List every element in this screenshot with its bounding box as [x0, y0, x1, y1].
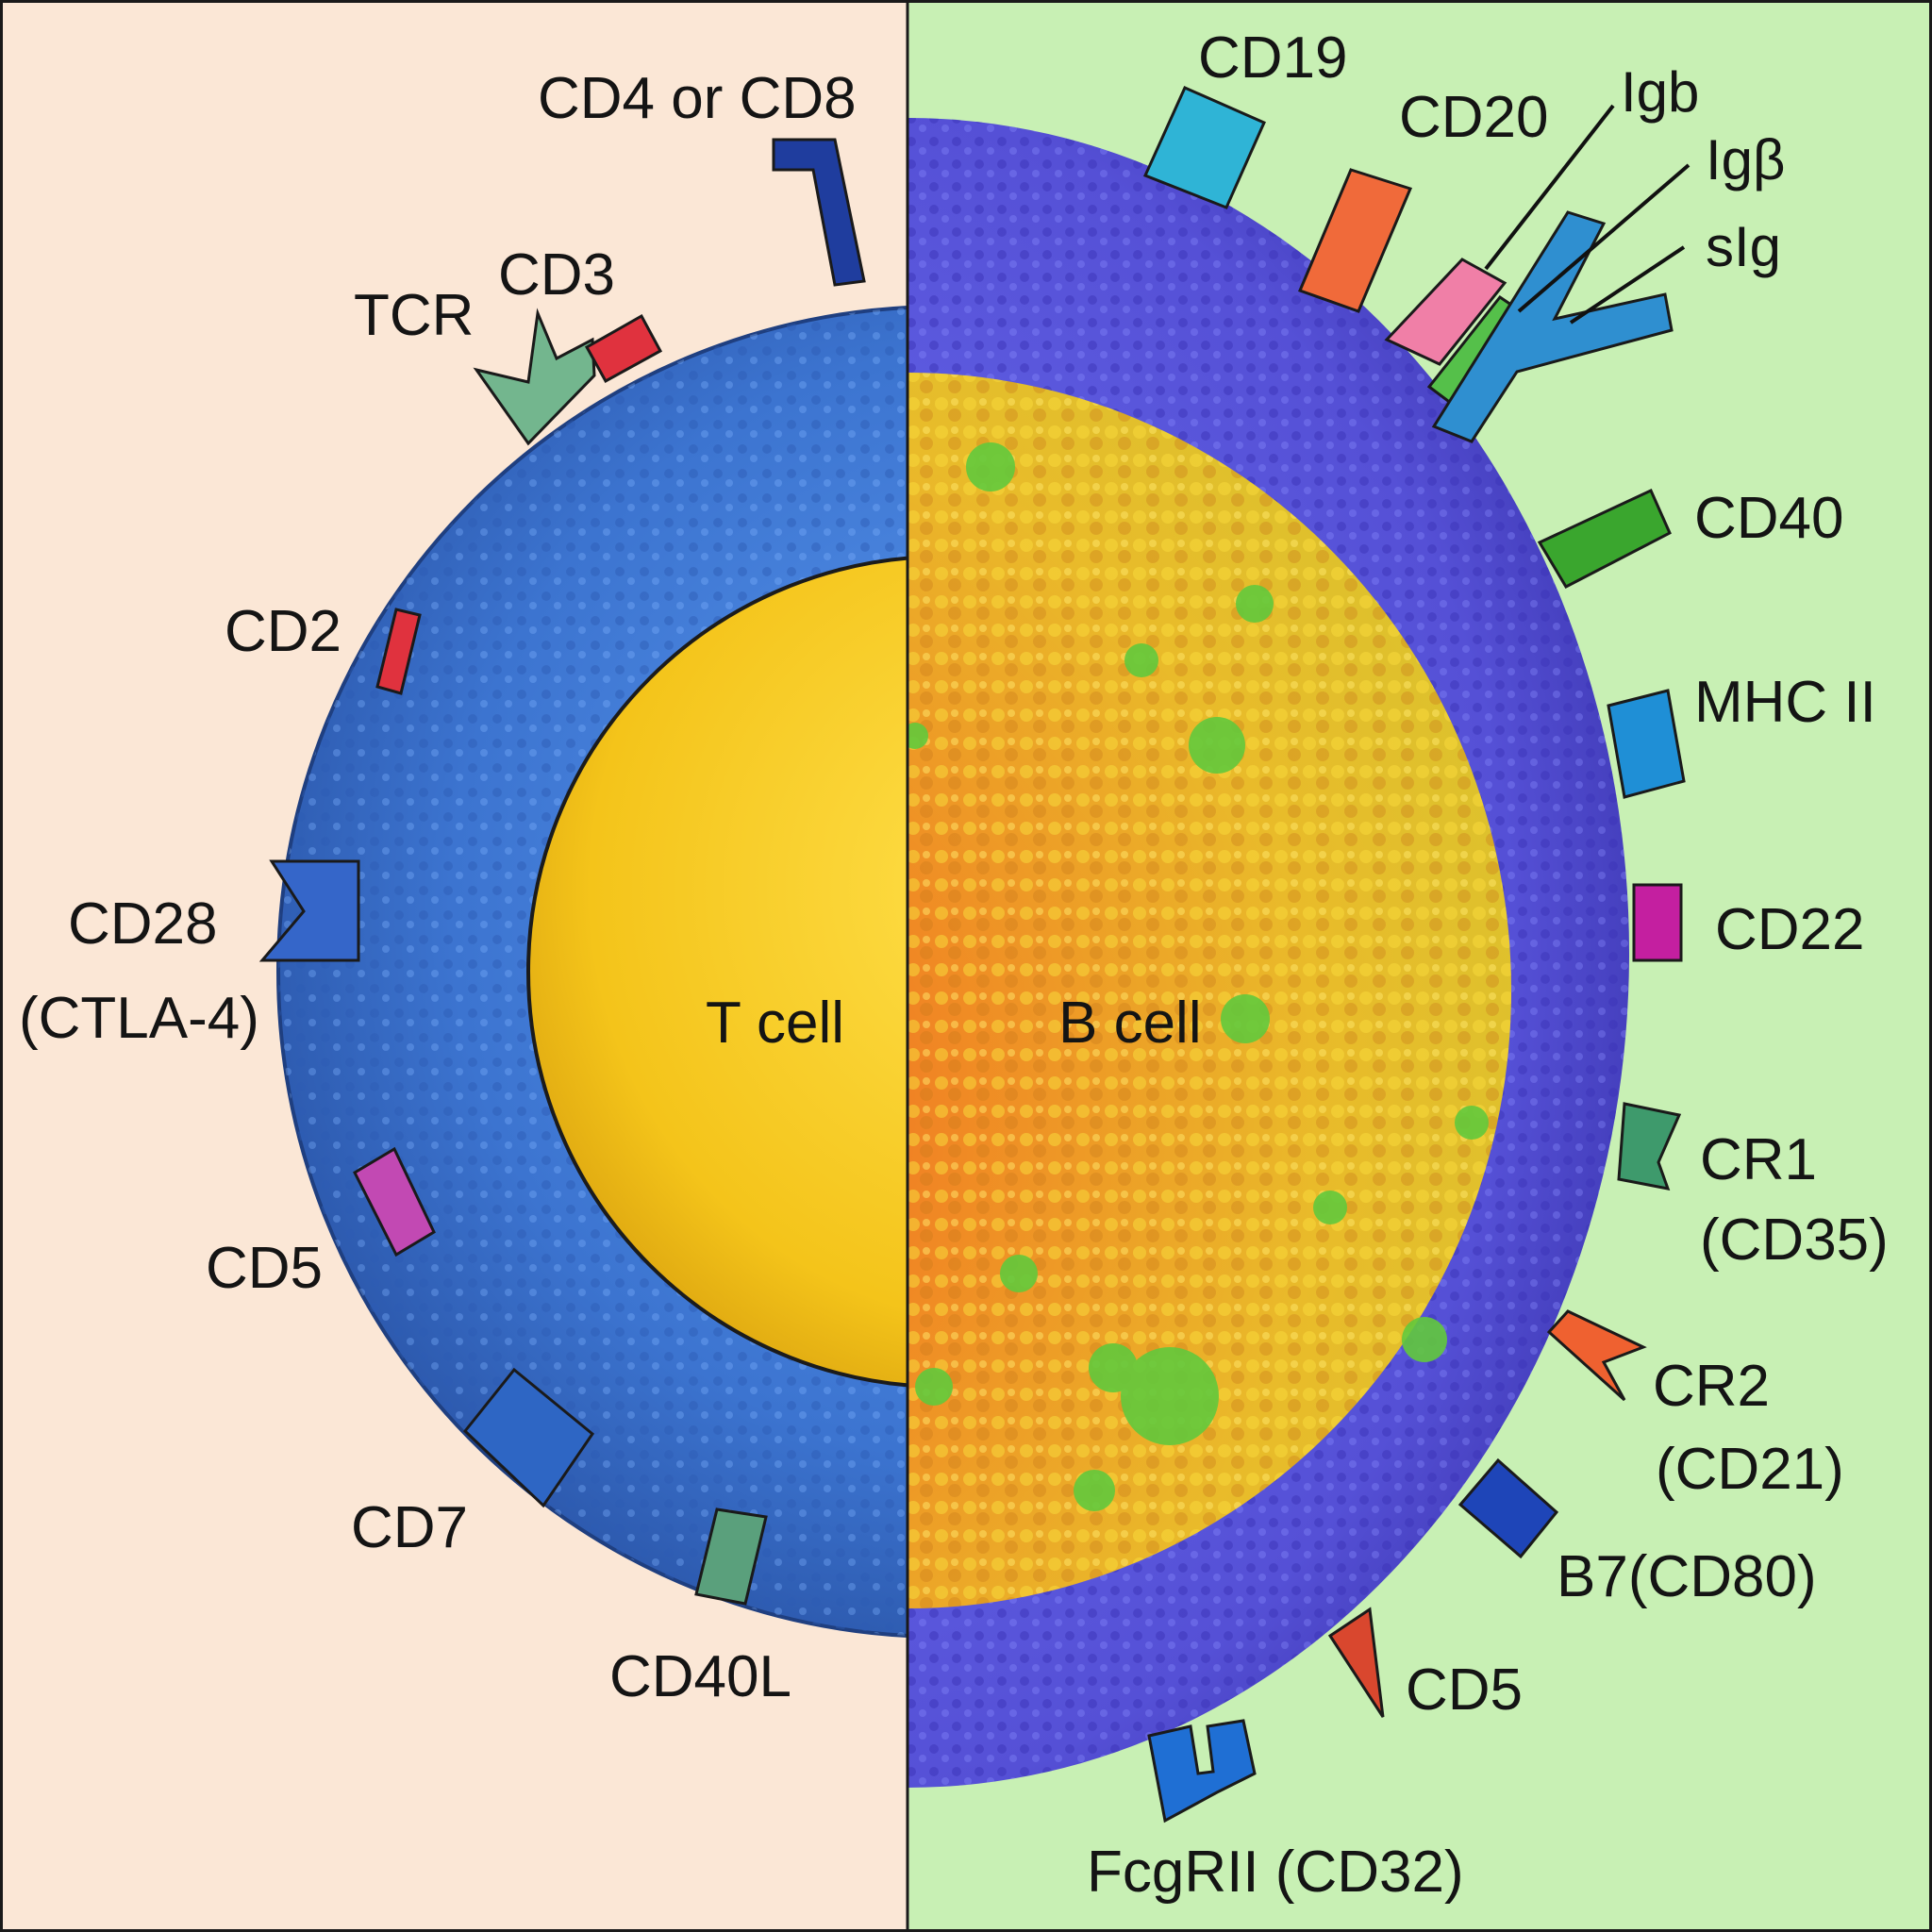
label-b-cell: B cell [1058, 991, 1202, 1056]
cd19-receptor [1142, 86, 1266, 209]
tcr-receptor [473, 308, 596, 446]
label-cd3: CD3 [498, 242, 615, 308]
label-cd5-b-cell: CD5 [1406, 1657, 1523, 1723]
label-cr2: CR2 [1653, 1354, 1770, 1419]
mhcii-receptor [1607, 689, 1686, 799]
cd40-receptor [1537, 488, 1672, 589]
cd5-receptor-b-cell [1327, 1607, 1385, 1718]
b-cell-cytoplasm-texture [908, 373, 1511, 1608]
label-cd19: CD19 [1198, 25, 1348, 91]
label-t-cell: T cell [706, 991, 844, 1056]
label-cd2: CD2 [225, 599, 341, 664]
leader-lines [1484, 104, 1690, 325]
label-cd40: CD40 [1694, 486, 1844, 551]
cd7-receptor [462, 1367, 595, 1508]
label-cd40l: CD40L [609, 1644, 791, 1709]
label-cd35: (CD35) [1700, 1208, 1889, 1273]
b-cell-receptors [1142, 86, 1686, 1824]
label-igbeta: Igβ [1706, 128, 1786, 192]
cd40l-receptor [694, 1507, 768, 1606]
cr1-receptor [1617, 1102, 1682, 1191]
label-cr1: CR1 [1700, 1127, 1817, 1192]
igb-receptor [1384, 258, 1507, 366]
igb-leader-line [1484, 104, 1615, 271]
igbeta-leader-line [1517, 163, 1690, 313]
b-cell [908, 118, 1629, 1788]
label-igb: Igb [1621, 60, 1699, 124]
cd2-receptor [375, 608, 422, 695]
label-ctla4: (CTLA-4) [19, 986, 259, 1051]
t-cell-nucleus [526, 556, 908, 1388]
label-cd4-cd8: CD4 or CD8 [538, 66, 857, 131]
label-cd5-t-cell: CD5 [206, 1236, 323, 1301]
cr2-receptor [1546, 1309, 1647, 1402]
label-mhcii: MHC II [1694, 670, 1876, 735]
cd20-receptor [1297, 168, 1413, 313]
label-cd22: CD22 [1715, 897, 1865, 962]
b7-receptor [1457, 1457, 1559, 1559]
label-cd7: CD7 [351, 1495, 468, 1560]
fcgrii-receptor [1147, 1719, 1257, 1824]
label-cd28: CD28 [68, 891, 218, 957]
cd5-receptor-t-cell [353, 1146, 436, 1257]
t-cell-labels: CD4 or CD8 CD3 TCR CD2 CD28 (CTLA-4) CD5… [19, 66, 857, 1709]
sig-receptor [1431, 210, 1674, 443]
cd28-receptor [258, 859, 360, 962]
label-cd21: (CD21) [1656, 1437, 1844, 1502]
label-tcr: TCR [354, 283, 474, 348]
cd4-cd8-receptor [772, 138, 866, 287]
label-b7: B7(CD80) [1557, 1544, 1817, 1609]
t-cell [276, 306, 908, 1638]
label-fcgrii: FcgRII (CD32) [1087, 1840, 1464, 1905]
cd3-receptor [584, 313, 663, 384]
b-cell-labels: CD19 CD20 Igb Igβ sIg CD40 MHC II CD22 C… [1058, 25, 1889, 1905]
label-sig: sIg [1706, 215, 1781, 278]
label-cd20: CD20 [1399, 85, 1549, 150]
sig-leader-line [1569, 245, 1686, 325]
cd22-receptor [1632, 883, 1683, 962]
b-cell-granules [908, 442, 1489, 1511]
t-cell-receptors [258, 138, 866, 1606]
